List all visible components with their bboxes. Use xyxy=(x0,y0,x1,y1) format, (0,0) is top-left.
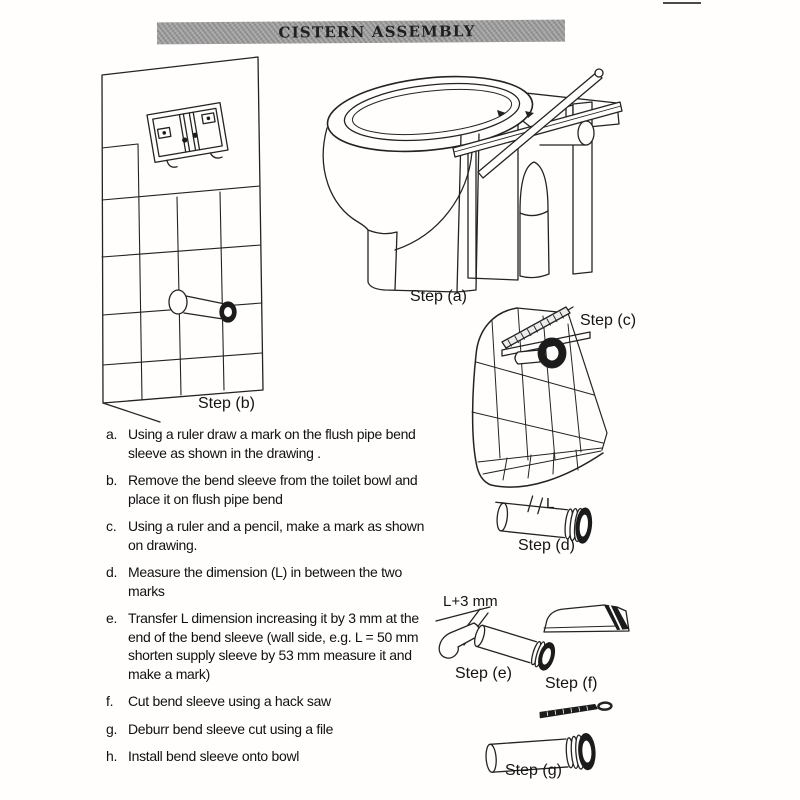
tile-grid xyxy=(471,308,604,461)
step-d-drawing-sleeve-L-dimension: L xyxy=(495,495,593,544)
instruction-item-g: g. Deburr bend sleeve cut using a file xyxy=(106,720,442,739)
pipe-sleeve xyxy=(485,732,596,773)
instruction-item-a: a. Using a ruler draw a mark on the flus… xyxy=(106,425,442,462)
dimension-line xyxy=(495,501,505,504)
straightedge-icon xyxy=(477,68,604,179)
instruction-text: Deburr bend sleeve cut using a file xyxy=(128,720,334,737)
instruction-letter: b. xyxy=(106,472,118,488)
step-g-label: Step (g) xyxy=(505,762,562,779)
step-b-label: Step (b) xyxy=(198,395,255,412)
instruction-text: Cut bend sleeve using a hack saw xyxy=(128,693,331,709)
step-a-label: Step (a) xyxy=(410,288,467,305)
floor-tiles xyxy=(477,447,603,481)
instruction-letter: f. xyxy=(106,693,114,709)
flush-bend-cover xyxy=(519,161,550,279)
pipe-sleeve xyxy=(495,495,593,544)
bend-sleeve-ring xyxy=(537,337,567,369)
step-c-label: Step (c) xyxy=(580,312,637,329)
instruction-letter: c. xyxy=(106,518,117,534)
instruction-text: Using a ruler draw a mark on the flush p… xyxy=(128,426,416,461)
dimension-ticks xyxy=(527,495,544,515)
scan-artifact-line xyxy=(663,2,701,4)
title-banner: CISTERN ASSEMBLY xyxy=(156,19,566,45)
instruction-item-b: b. Remove the bend sleeve from the toile… xyxy=(106,471,442,508)
instruction-item-c: c. Using a ruler and a pencil, make a ma… xyxy=(106,517,442,554)
step-c-drawing-wall-pipe-pencil xyxy=(471,306,608,488)
instruction-letter: e. xyxy=(106,610,118,626)
instruction-letter: d. xyxy=(106,564,118,580)
instruction-letter: a. xyxy=(106,426,118,442)
step-g-drawing-sleeve-and-file xyxy=(485,701,613,773)
bowl-body xyxy=(322,127,480,293)
file-icon xyxy=(539,701,613,719)
pencil-marks xyxy=(497,110,534,118)
wall-flush-pipe xyxy=(168,289,237,323)
instruction-item-d: d. Measure the dimension (L) in between … xyxy=(106,563,442,600)
step-f-drawing-hack-saw xyxy=(543,604,630,633)
dimension-label-L3: L+3 mm xyxy=(443,593,498,610)
step-e-drawing-bend-cut: L+3 mm xyxy=(435,593,556,671)
instruction-item-e: e. Transfer L dimension increasing it by… xyxy=(106,609,442,683)
hack-saw-icon xyxy=(543,604,630,633)
instruction-item-h: h. Install bend sleeve onto bowl xyxy=(106,747,442,766)
step-b-drawing-tiled-wall-flush-pipe xyxy=(101,56,264,423)
instruction-text: Remove the bend sleeve from the toilet b… xyxy=(128,472,418,507)
dimension-label-L: L xyxy=(546,495,554,512)
instruction-item-f: f. Cut bend sleeve using a hack saw xyxy=(106,692,442,711)
instruction-letter: g. xyxy=(106,720,118,737)
instruction-text: Transfer L dimension increasing it by 3 … xyxy=(128,610,419,682)
bowl-rim xyxy=(326,75,534,153)
page-title: CISTERN ASSEMBLY xyxy=(278,22,476,42)
instruction-text: Using a ruler and a pencil, make a mark … xyxy=(128,518,425,553)
step-e-label: Step (e) xyxy=(455,665,512,682)
step-d-label: Step (d) xyxy=(518,537,575,554)
pencil-icon xyxy=(501,306,574,349)
step-f-label: Step (f) xyxy=(545,675,598,692)
concealed-cistern-frame xyxy=(146,102,229,168)
instruction-text: Install bend sleeve onto bowl xyxy=(128,748,300,764)
step-a-drawing-toilet-bowl-with-rulers xyxy=(322,68,623,293)
bend-elbow xyxy=(438,622,481,659)
flush-pipe-bend xyxy=(514,349,541,365)
instruction-text: Measure the dimension (L) in between the… xyxy=(128,564,402,599)
wall-outline xyxy=(471,307,608,488)
instruction-letter: h. xyxy=(106,748,118,764)
instruction-list: a. Using a ruler draw a mark on the flus… xyxy=(106,425,442,775)
supply-sleeve xyxy=(474,624,556,671)
